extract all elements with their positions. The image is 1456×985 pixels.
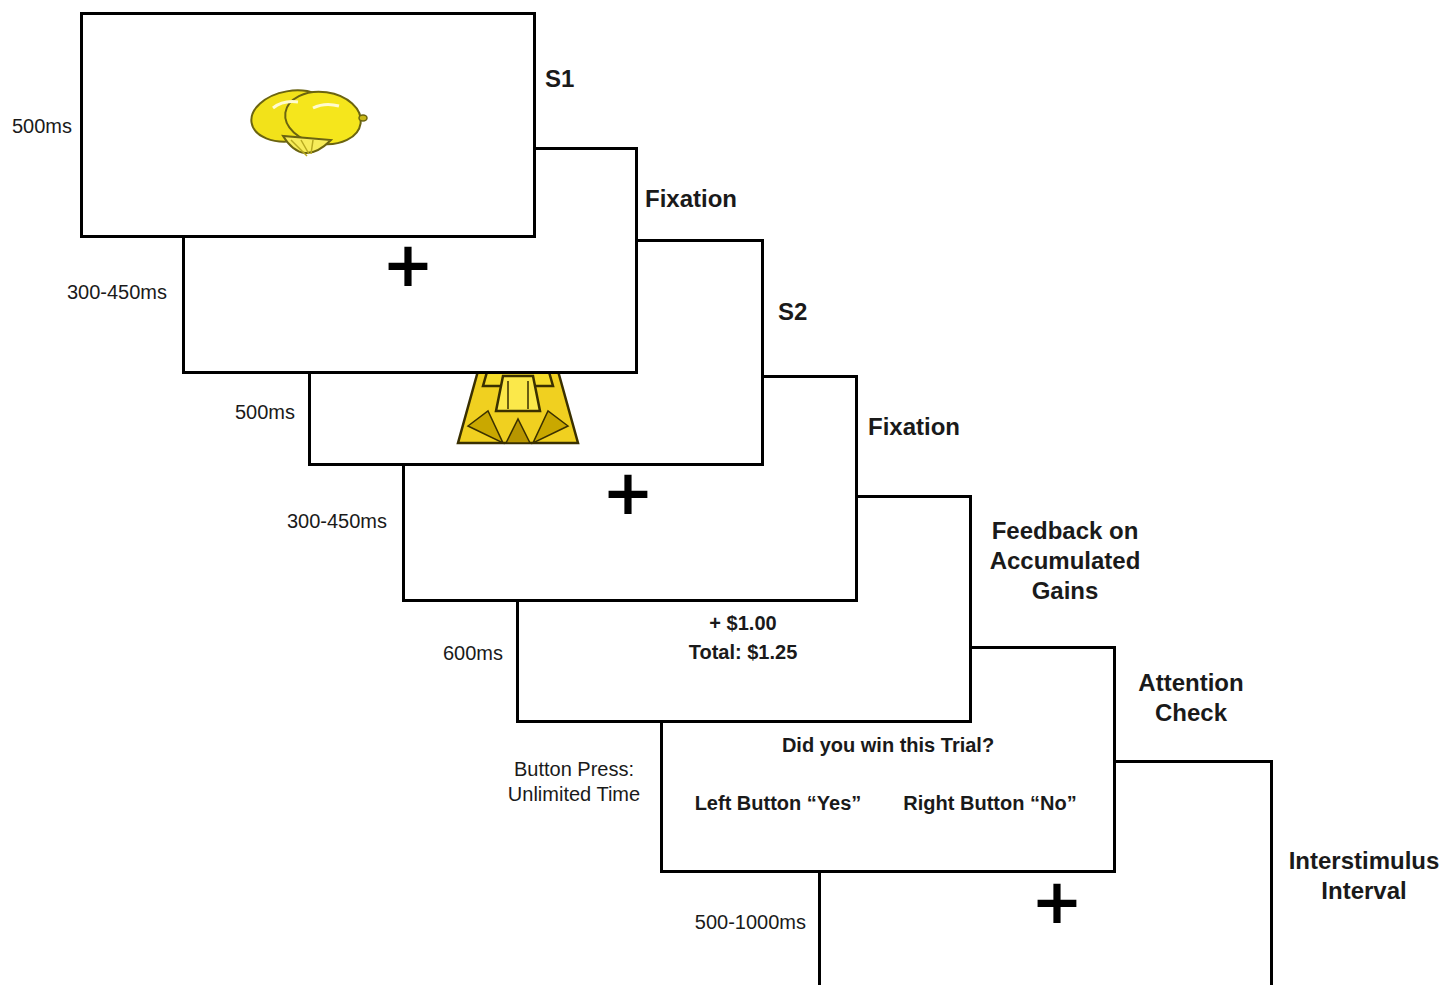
screen-label: Fixation [645, 184, 737, 214]
duration-label: 600ms [443, 641, 503, 666]
duration-label: 500ms [235, 400, 295, 425]
response-option: Right Button “No” [903, 791, 1076, 816]
screen-label: S1 [545, 64, 574, 94]
question-text: Did you win this Trial? [782, 733, 994, 758]
screen-label: Fixation [868, 412, 960, 442]
total-text: Total: $1.25 [689, 640, 798, 665]
screen-label: Attention Check [1125, 668, 1257, 728]
gain-text: + $1.00 [709, 611, 776, 636]
fixation-cross: + [382, 234, 434, 296]
lemon-illustration [243, 78, 373, 173]
duration-label: Button Press: Unlimited Time [498, 757, 650, 807]
screen-label: S2 [778, 297, 807, 327]
trial-screen: S1500ms [80, 12, 536, 238]
screen-label: Interstimulus Interval [1278, 846, 1450, 906]
screen-label: Feedback on Accumulated Gains [979, 516, 1151, 606]
fixation-cross: + [1031, 871, 1083, 933]
duration-label: 300-450ms [287, 509, 387, 534]
response-option: Left Button “Yes” [695, 791, 862, 816]
duration-label: 500ms [12, 114, 72, 139]
duration-label: 300-450ms [67, 280, 167, 305]
duration-label: 500-1000ms [695, 910, 806, 935]
fixation-cross: + [602, 462, 654, 524]
